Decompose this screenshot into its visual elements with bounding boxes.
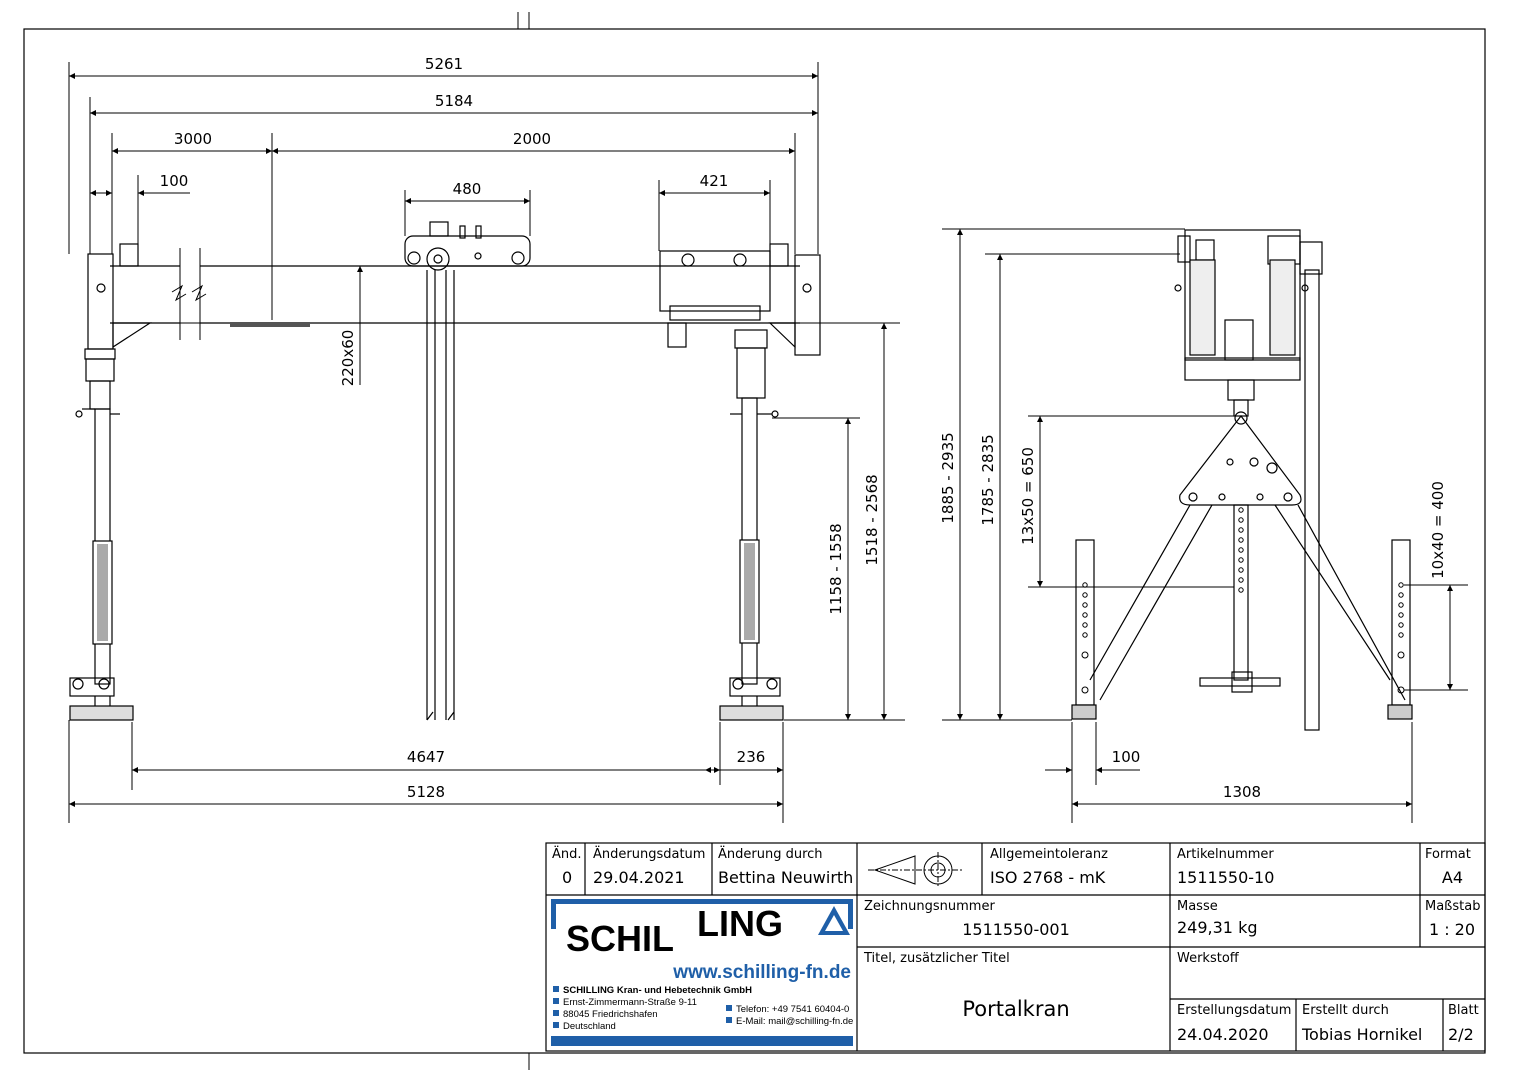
dim-100-front: 100 xyxy=(160,172,189,190)
dim-10x40: 10x40 = 400 xyxy=(1429,481,1447,579)
side-view xyxy=(1071,229,1413,731)
dim-4647: 4647 xyxy=(407,748,445,766)
article-value: 1511550-10 xyxy=(1177,868,1274,887)
dim-1885-2935: 1885 - 2935 xyxy=(939,432,957,523)
change-date-value: 29.04.2021 xyxy=(593,868,685,887)
dim-236: 236 xyxy=(737,748,766,766)
dim-480: 480 xyxy=(453,180,482,198)
tolerance-label: Allgemeintoleranz xyxy=(990,847,1108,862)
side-rail xyxy=(1304,269,1320,731)
created-by-label: Erstellt durch xyxy=(1302,1003,1389,1018)
main-girder xyxy=(110,265,800,324)
dim-5128: 5128 xyxy=(407,783,445,801)
dim-421: 421 xyxy=(700,172,729,190)
dim-5184: 5184 xyxy=(435,92,473,110)
trolley xyxy=(404,235,531,267)
girder-plate xyxy=(230,322,310,327)
format-value: A4 xyxy=(1442,868,1463,887)
logo-company: SCHILLING Kran- und Hebetechnik GmbH xyxy=(563,985,752,996)
company-logo: SCHIL LING www.schilling-fn.de SCHILLING… xyxy=(551,899,853,1046)
title-value: Portalkran xyxy=(962,997,1069,1021)
created-date-label: Erstellungsdatum xyxy=(1177,1003,1291,1018)
dim-3000: 3000 xyxy=(174,130,212,148)
scale-value: 1 : 20 xyxy=(1429,920,1475,939)
front-view xyxy=(69,221,900,721)
title-block-text: Änd. 0 Änderungsdatum 29.04.2021 Änderun… xyxy=(552,846,1480,1044)
format-label: Format xyxy=(1425,847,1471,862)
dim-100-side: 100 xyxy=(1112,748,1141,766)
material-label: Werkstoff xyxy=(1177,951,1240,966)
sheet-value: 2/2 xyxy=(1448,1025,1474,1044)
a-frame-plate xyxy=(1179,415,1302,506)
logo-brand-left: SCHIL xyxy=(566,918,674,959)
drawing-no-value: 1511550-001 xyxy=(962,920,1070,939)
left-end-plate xyxy=(87,253,114,350)
logo-city: 88045 Friedrichshafen xyxy=(563,1009,658,1020)
change-date-label: Änderungsdatum xyxy=(593,846,705,862)
article-label: Artikelnummer xyxy=(1177,847,1274,862)
dim-1785-2835: 1785 - 2835 xyxy=(979,434,997,525)
mass-value: 249,31 kg xyxy=(1177,918,1258,937)
sheet-label: Blatt xyxy=(1448,1003,1479,1018)
changed-by-value: Bettina Neuwirth xyxy=(718,868,853,887)
left-foot xyxy=(69,705,134,721)
a-frame-left-leg xyxy=(1089,504,1213,701)
front-dimension-labels: 5261 5184 3000 2000 100 480 421 220x60 1… xyxy=(160,55,881,801)
side-center-column xyxy=(1233,504,1249,681)
dim-2000: 2000 xyxy=(513,130,551,148)
drawing-no-label: Zeichnungsnummer xyxy=(864,899,995,914)
a-frame-right-leg xyxy=(1274,504,1406,701)
mass-label: Masse xyxy=(1177,899,1218,914)
hoist-strap xyxy=(426,270,455,721)
title-label: Titel, zusätzlicher Titel xyxy=(863,951,1010,966)
scale-label: Maßstab xyxy=(1425,899,1480,914)
created-by-value: Tobias Hornikel xyxy=(1301,1025,1422,1044)
side-dimension-labels: 1885 - 2935 1785 - 2835 13x50 = 650 10x4… xyxy=(939,432,1447,801)
title-block xyxy=(545,842,1486,1052)
rev-label: Änd. xyxy=(552,846,582,862)
dim-220x60: 220x60 xyxy=(339,330,357,387)
center-marks xyxy=(517,12,530,1070)
side-view-holes xyxy=(1081,507,1405,694)
logo-email: E-Mail: mail@schilling-fn.de xyxy=(736,1016,853,1027)
logo-street: Ernst-Zimmermann-Straße 9-11 xyxy=(563,997,697,1008)
right-end-carriage xyxy=(659,250,771,312)
created-date-value: 24.04.2020 xyxy=(1177,1025,1269,1044)
tolerance-value: ISO 2768 - mK xyxy=(990,868,1106,887)
changed-by-label: Änderung durch xyxy=(718,846,823,862)
logo-url: www.schilling-fn.de xyxy=(672,962,851,983)
front-dimensions xyxy=(68,62,905,823)
girder-break xyxy=(171,248,207,340)
dim-1518-2568: 1518 - 2568 xyxy=(863,474,881,565)
logo-brand-right: LING xyxy=(697,903,783,944)
side-dimensions xyxy=(942,228,1468,823)
dim-5261: 5261 xyxy=(425,55,463,73)
dim-1158-1558: 1158 - 1558 xyxy=(827,523,845,614)
dim-13x50: 13x50 = 650 xyxy=(1019,447,1037,545)
right-foot xyxy=(719,705,784,721)
tolerance-symbol xyxy=(868,852,962,888)
sheet-frame xyxy=(23,28,1486,1054)
logo-phone: Telefon: +49 7541 60404-0 xyxy=(736,1004,849,1015)
rev-value: 0 xyxy=(562,868,572,887)
logo-country: Deutschland xyxy=(563,1021,616,1032)
dim-1308: 1308 xyxy=(1223,783,1261,801)
